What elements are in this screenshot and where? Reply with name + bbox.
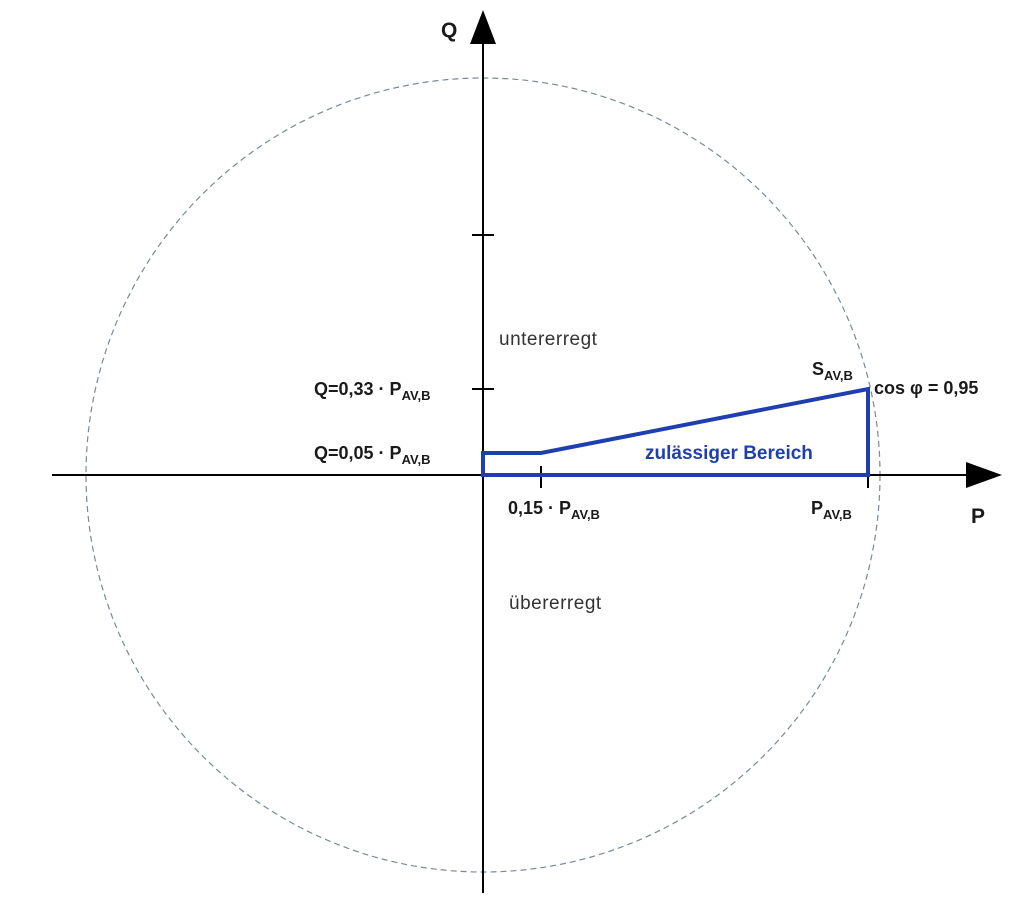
uebererregt-label: übererregt [509,593,602,614]
q-033-label: Q=0,33 · PAV,B [314,379,430,403]
q-005-label: Q=0,05 · PAV,B [314,443,430,467]
allowed-region-outline [481,386,870,477]
q-axis-label: Q [441,19,457,42]
s-av-label: SAV,B [812,359,853,383]
cos-phi-label: cos φ = 0,95 [874,378,978,398]
p-axis-arrowhead [966,462,1002,488]
p-av-label: PAV,B [811,498,852,522]
p-axis-label: P [971,505,985,528]
q-axis-arrowhead [470,10,496,44]
untererregt-label: untererregt [499,329,598,350]
allowed-region-label: zulässiger Bereich [645,443,813,464]
p-015-label: 0,15 · PAV,B [508,498,600,522]
